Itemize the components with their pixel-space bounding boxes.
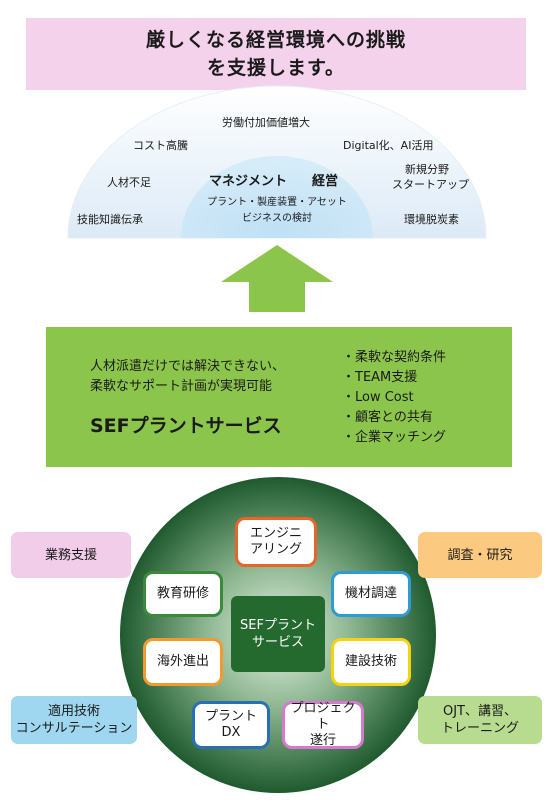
service-desc-line2: 柔軟なサポート計画が実現可能 [90,379,273,394]
overseas-label: 海外進出 [156,654,209,669]
service-overseas: 海外進出 [143,638,223,686]
feature-item: ・企業マッチング [342,430,447,445]
consult-line1: 適用技術 [47,704,100,719]
plant-dx-line1: プラント [204,709,257,724]
engineering-line2: アリング [249,542,302,557]
core-subtitle: プラント・製産装置・アセット ビジネスの検討 [181,195,373,227]
dome-graphic [67,85,487,312]
service-desc-line1: 人材派遣だけでは解決できない、 [90,359,286,374]
education-label: 教育研修 [156,586,209,601]
challenge-decarbonization: 環境脱炭素 [404,213,459,226]
service-construction: 建設技術 [331,638,411,686]
service-box: 人材派遣だけでは解決できない、 柔軟なサポート計画が実現可能 SEFプラントサー… [46,327,512,467]
corner-research: 調査・研究 [418,532,542,578]
project-line2: 遂行 [309,733,336,748]
corner-business-support: 業務支援 [11,532,131,578]
corner-training: OJT、講習、 トレーニング [418,696,542,744]
service-plant-dx: プラント DX [192,701,270,749]
feature-item: ・顧客との共有 [342,410,433,425]
challenge-new-field: 新規分野 スタートアップ [392,162,469,192]
core-service-box: SEFプラント サービス [231,596,325,672]
business-support-label: 業務支援 [44,547,97,563]
training-line2: トレーニング [440,721,519,736]
challenge-skill-transfer: 技能知識伝承 [77,213,143,226]
service-project: プロジェクト 遂行 [282,701,364,749]
service-name: SEFプラントサービス [90,415,282,437]
feature-item: ・Low Cost [342,390,414,405]
plant-dx-line2: DX [221,725,241,740]
feature-item: ・柔軟な契約条件 [342,350,447,365]
feature-list: ・柔軟な契約条件 ・TEAM支援 ・Low Cost ・顧客との共有 ・企業マッ… [342,348,446,448]
consult-line2: コンサルテーション [15,721,133,736]
corner-consultation: 適用技術 コンサルテーション [11,696,137,744]
header-line1: 厳しくなる経営環境への挑戦 [145,29,406,51]
inner-dome [181,156,373,238]
construction-label: 建設技術 [344,654,397,669]
engineering-line1: エンジニ [249,526,302,541]
header-line2: を支援します。 [206,57,346,79]
feature-item: ・TEAM支援 [342,370,418,385]
header-banner: 厳しくなる経営環境への挑戦 を支援します。 [26,18,526,90]
core-line1: SEFプラント [240,618,316,633]
service-engineering: エンジニ アリング [235,517,317,567]
service-education: 教育研修 [143,571,223,617]
challenge-cost: コスト高騰 [133,139,188,152]
service-procurement: 機材調達 [331,571,411,617]
core-line2: サービス [251,635,304,650]
training-line1: OJT、講習、 [442,704,517,719]
challenge-labor-shortage: 人材不足 [107,176,151,189]
new-field-line2: スタートアップ [392,178,469,191]
core-title-b: 経営 [312,174,339,189]
challenge-digital: Digital化、AI活用 [343,139,434,152]
up-arrow [221,245,333,312]
research-label: 調査・研究 [447,547,513,563]
new-field-line1: 新規分野 [405,163,449,176]
core-title-a: マネジメント [209,174,288,189]
challenge-labor-value: 労働付加価値増大 [222,116,310,129]
project-line1: プロジェクト [290,701,356,732]
core-sub-line1: プラント・製産装置・アセット [207,197,347,208]
core-sub-line2: ビジネスの検討 [242,213,312,224]
procurement-label: 機材調達 [344,586,397,601]
